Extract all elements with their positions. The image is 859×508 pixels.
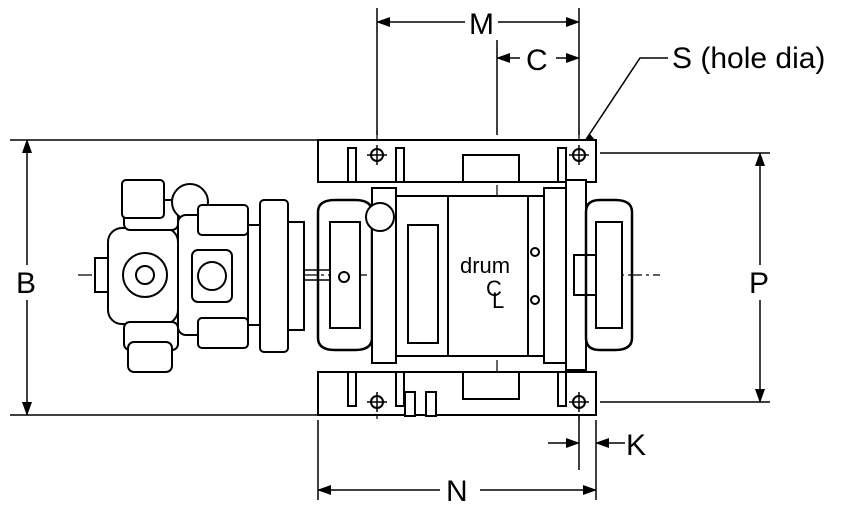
dimension-labels: M C S (hole dia) B P K N [16,8,825,508]
dim-c-label: C [526,44,548,77]
mounting-hole [367,392,387,412]
dim-p-label: P [749,267,769,300]
dim-m-label: M [469,8,494,41]
mounting-hole [367,145,387,165]
base-frame [317,139,597,417]
drum-label: drum [460,253,510,278]
mounting-hole [569,145,589,165]
dim-s-label: S (hole dia) [672,42,825,75]
dim-b-label: B [16,267,36,300]
dim-n-label: N [446,475,468,508]
air-motor [94,179,345,373]
dim-k-label: K [626,429,646,462]
centerline-mark: C [486,276,502,301]
centerline-mark-sub: L [492,288,504,313]
drum-centerline-label: drum C L [460,253,510,313]
dimension-lines [22,17,765,495]
drum-assembly [316,179,634,371]
mounting-hole [569,392,589,412]
